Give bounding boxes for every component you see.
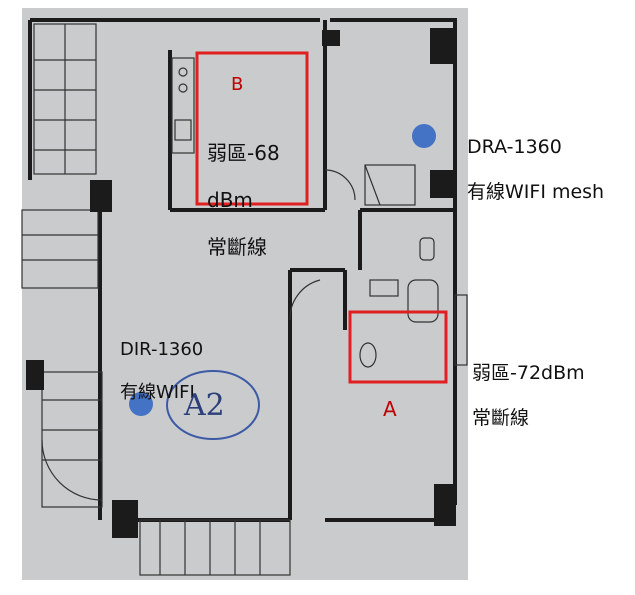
zone-b-label: 弱區-68 dBm 常斷線 [207, 118, 280, 283]
router-mesh-desc: 有線WIFI mesh [467, 181, 605, 204]
zone-a-label: 弱區-72dBm 常斷線 [472, 340, 585, 452]
zone-a-line-2: 常斷線 [472, 407, 530, 430]
room-label: A2 [184, 388, 225, 423]
zone-b-rect [195, 51, 309, 206]
walls [28, 18, 457, 522]
zone-a-rect [348, 310, 448, 384]
zone-a-line-1: 弱區-72dBm [472, 362, 585, 385]
handwritten-circle [166, 370, 260, 440]
plan-paper [22, 8, 468, 580]
router-mesh-marker [412, 124, 436, 148]
router-mesh-model: DRA-1360 [467, 136, 562, 159]
columns [26, 28, 456, 538]
plan-details [21, 23, 468, 576]
zone-b-line-1: 弱區-68 [207, 140, 280, 165]
zone-b-line-3: 常斷線 [207, 234, 267, 259]
router-mesh-label: DRA-1360 有線WIFI mesh [467, 114, 604, 226]
router-main-desc: 有線WIFI [120, 381, 195, 403]
zone-a-letter: A [383, 397, 397, 421]
zone-b-line-2: dBm [207, 187, 253, 212]
router-main-model: DIR-1360 [120, 339, 204, 361]
router-main-label: DIR-1360 有線WIFI [120, 318, 203, 424]
zone-b-letter: B [231, 74, 244, 95]
router-main-marker [129, 392, 153, 416]
